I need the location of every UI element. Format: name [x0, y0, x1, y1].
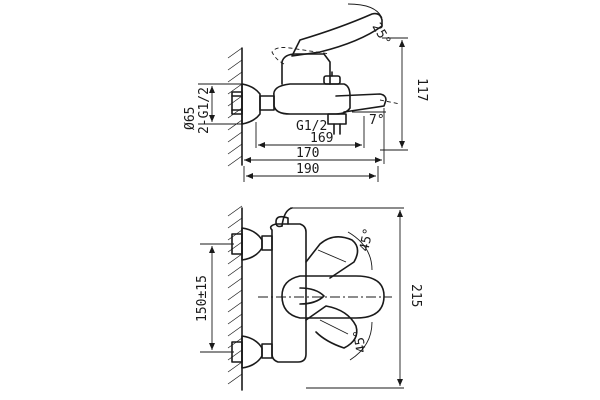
front-view: 45° 45° 150±15 215	[195, 205, 423, 391]
side-body	[273, 83, 351, 115]
length-170-label: 170	[296, 146, 319, 161]
angle-lower-label: 45°	[351, 328, 370, 354]
angle-upper-label: 45°	[357, 227, 377, 253]
side-handle	[291, 12, 383, 57]
centers-distance-label: 150±15	[195, 275, 210, 322]
side-wall	[227, 47, 243, 167]
angle-top-label: 25°	[369, 21, 394, 49]
front-spout	[281, 275, 385, 319]
angle-spout-label: 7°	[369, 113, 385, 128]
length-169-label: 169	[310, 131, 333, 146]
side-view: 25° 7° 117 Ø65 2-G1/2 G1/2 169 170 190	[183, 3, 429, 182]
front-handle-lower	[305, 305, 358, 349]
front-body	[269, 223, 307, 363]
side-escutcheon	[241, 83, 261, 125]
length-190-label: 190	[296, 162, 319, 177]
diameter-label: Ø65	[183, 107, 198, 130]
thread-outlet-label: G1/2	[296, 119, 327, 134]
height-215-label: 215	[408, 284, 423, 307]
side-outlet	[327, 113, 347, 125]
side-cartridge	[281, 53, 331, 85]
height-117-label: 117	[414, 78, 429, 101]
side-spout	[335, 93, 387, 113]
front-handle-upper	[305, 236, 359, 279]
thread-connection-label: 2-G1/2	[197, 87, 212, 134]
side-diverter	[323, 75, 341, 85]
